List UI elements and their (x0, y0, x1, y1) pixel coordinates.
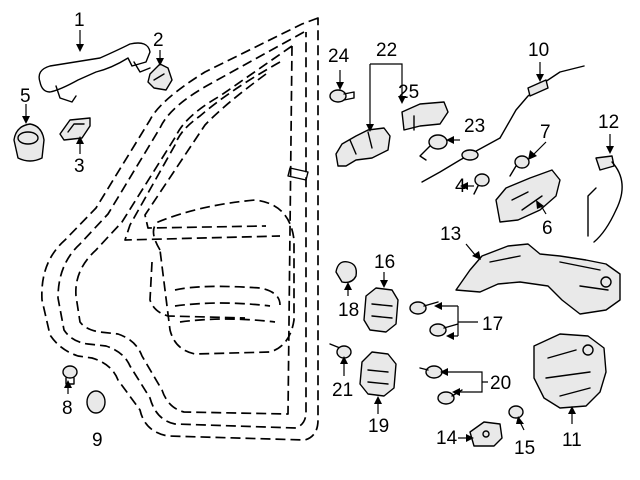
lock-rod (587, 155, 623, 243)
lock-cylinder-cap (13, 123, 45, 162)
callout-15: 15 (514, 438, 535, 459)
lower-hinge-bolt (329, 343, 352, 359)
lower-hinge-bolts (419, 365, 463, 405)
callout-1: 1 (74, 10, 85, 31)
latch-cable (421, 65, 585, 183)
handle-bracket-screw (473, 173, 490, 195)
callout-21: 21 (332, 380, 353, 401)
callout-25: 25 (398, 82, 419, 103)
handle-escutcheon (59, 117, 91, 141)
handle-bracket (147, 63, 173, 91)
door-outline (41, 17, 319, 441)
callout-24: 24 (328, 46, 350, 67)
callout-7: 7 (540, 122, 551, 143)
door-striker (469, 421, 503, 447)
door-check (335, 127, 391, 167)
callout-12: 12 (598, 112, 619, 133)
latch-bracket (495, 169, 561, 223)
callout-19: 19 (368, 416, 389, 437)
latch-screw (509, 155, 530, 177)
lower-hinge (359, 351, 397, 397)
callout-18: 18 (338, 300, 359, 321)
door-latch (533, 333, 607, 409)
callout-8: 8 (62, 398, 73, 419)
door-check-bolt (419, 134, 448, 161)
callout-labels: 1 2 3 4 5 6 7 8 9 10 11 12 13 14 15 16 1… (20, 10, 619, 459)
callout-6: 6 (542, 218, 553, 239)
callout-11: 11 (562, 430, 582, 451)
callout-20: 20 (490, 373, 511, 394)
hinge-cap (335, 261, 358, 284)
callout-4: 4 (455, 176, 466, 197)
callout-5: 5 (20, 86, 31, 107)
latch-frame (455, 243, 621, 315)
callout-3: 3 (74, 156, 85, 177)
callout-23: 23 (464, 116, 485, 137)
callout-14: 14 (436, 428, 458, 449)
outside-door-handle (38, 42, 151, 103)
striker-screw (508, 405, 524, 419)
door-plug-large (86, 390, 106, 414)
callout-9: 9 (92, 430, 103, 451)
door-check-bracket (401, 101, 449, 131)
upper-hinge-bolts (409, 301, 459, 337)
callout-17: 17 (482, 314, 503, 335)
callout-22: 22 (376, 40, 397, 61)
upper-hinge (363, 287, 399, 333)
door-plug (62, 365, 78, 385)
callout-2: 2 (153, 30, 164, 51)
door-check-screw (329, 89, 355, 103)
callout-10: 10 (528, 40, 549, 61)
callout-16: 16 (374, 252, 395, 273)
callout-13: 13 (440, 224, 461, 245)
leader-lines (22, 30, 614, 442)
